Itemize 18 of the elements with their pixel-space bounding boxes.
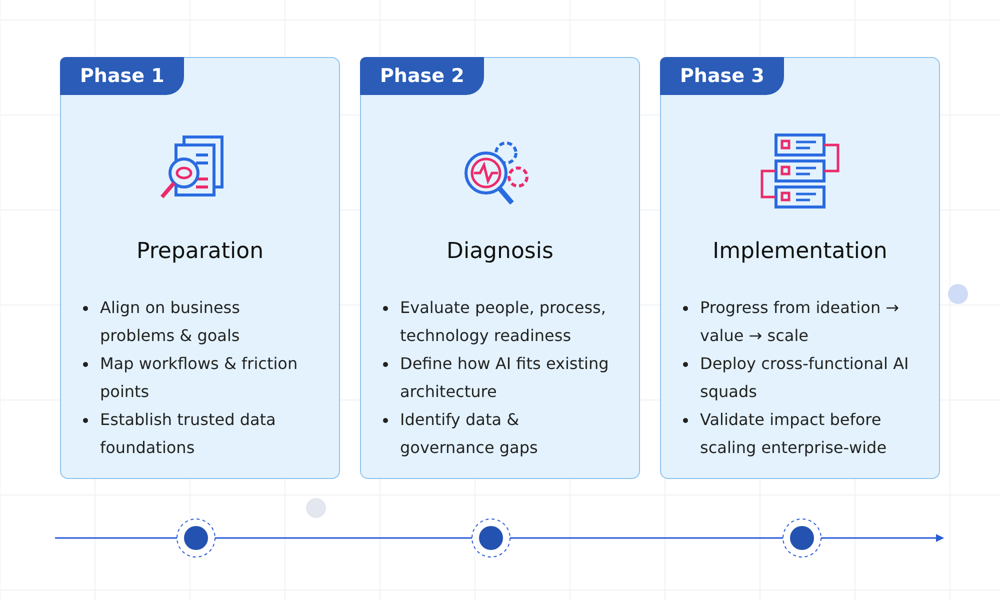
bullet-text: Define how AI fits existing architecture [400,353,610,403]
bullet-text: Establish trusted data foundations [100,409,277,459]
phase-card [360,57,640,479]
bullet-text: Map workflows & friction points [100,353,299,403]
bullet-text: Progress from ideation → value → scale [700,297,900,347]
bullet-text: Validate impact before scaling enterprise-wide [700,409,888,459]
phase-tab: Phase 1 [60,57,184,95]
bullet-text: Evaluate people, process, technology readiness [400,297,607,347]
phase-title: Preparation [136,239,264,264]
phase-title: Implementation [712,239,888,264]
phase-card [660,57,940,479]
phase-title: Diagnosis [446,239,554,264]
phase-card [60,57,340,479]
phase-tab: Phase 2 [360,57,484,95]
phase-tab: Phase 3 [660,57,784,95]
bullet-text: Align on business problems & goals [100,297,241,347]
bullet-text: Deploy cross-functional AI squads [700,353,910,403]
bullet-text: Identify data & governance gaps [400,409,539,459]
